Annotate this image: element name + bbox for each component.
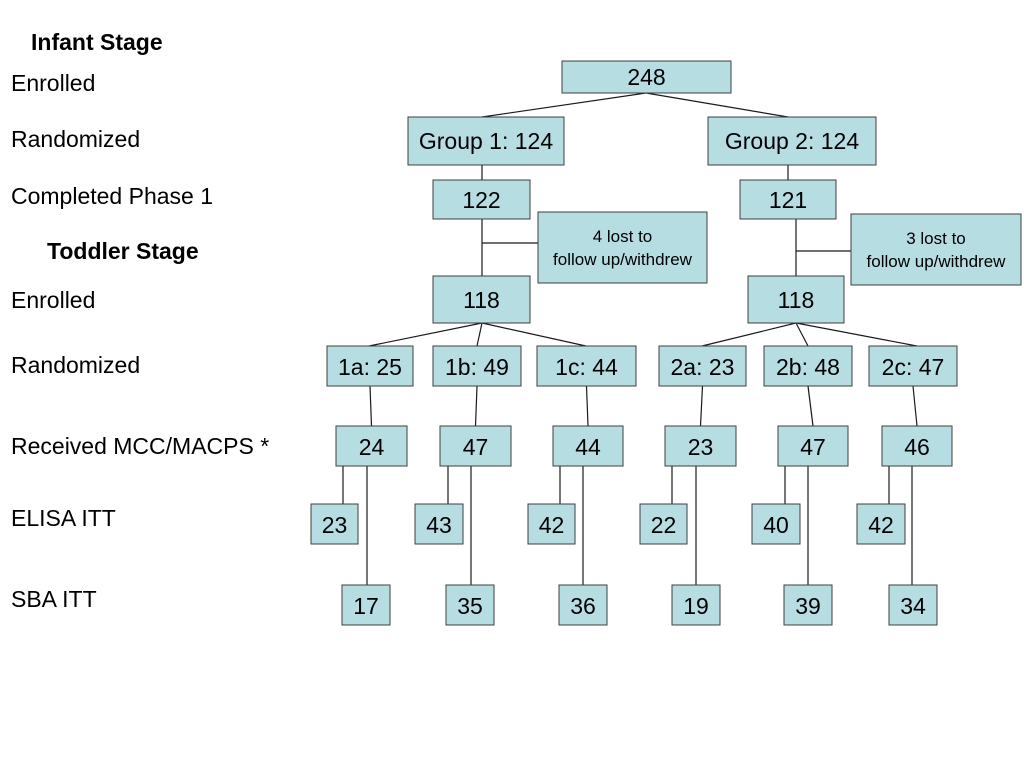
box-total-enrolled: 248 [561, 60, 732, 94]
subgroup-3-randomized: 1c: 44 [536, 345, 637, 387]
subgroup-3-sba-value: 36 [570, 593, 596, 619]
subgroup-6-elisa: 42 [856, 503, 906, 545]
subgroup-4-elisa-value: 22 [651, 512, 677, 538]
subgroup-1-sba: 17 [341, 584, 391, 626]
subgroup-1-sba-value: 17 [353, 593, 379, 619]
group-1-completed-value: 122 [462, 187, 500, 213]
subgroup-1-randomized: 1a: 25 [326, 345, 414, 387]
subgroup-5-elisa-value: 40 [763, 512, 789, 538]
subgroup-2-sba: 35 [445, 584, 495, 626]
subgroup-5-elisa: 40 [751, 503, 801, 545]
box-group-1-completed: 122 [432, 179, 531, 220]
group-2-lost-line-2: follow up/withdrew [867, 252, 1007, 271]
subgroup-4-randomized: 2a: 23 [658, 345, 747, 387]
row-label-randomized-infant: Randomized [11, 126, 141, 152]
subgroup-connector-lines [342, 385, 918, 585]
toddler-stage-title: Toddler Stage [47, 238, 199, 264]
subgroup-3-elisa: 42 [527, 503, 576, 545]
subgroup-4-sba-value: 19 [683, 593, 709, 619]
subgroup-4-sba: 19 [671, 584, 721, 626]
connector-lines [368, 92, 918, 347]
subgroup-3-randomized-value: 1c: 44 [555, 354, 618, 380]
group-1-lost-line-1: 4 lost to [593, 227, 653, 246]
subgroup-3-received: 44 [552, 425, 624, 467]
subgroup-5-sba: 39 [783, 584, 833, 626]
subgroup-6-sba-value: 34 [900, 593, 926, 619]
box-group-2: Group 2: 124 [707, 116, 877, 166]
subgroup-6-received: 46 [881, 425, 953, 467]
row-label-randomized-toddler: Randomized [11, 352, 141, 378]
subgroup-4-elisa: 22 [639, 503, 688, 545]
subgroup-4-received: 23 [664, 425, 737, 467]
box-group-1-lost: 4 lost to follow up/withdrew [537, 211, 708, 284]
subgroup-1-received-value: 24 [359, 434, 385, 460]
subgroup-5-randomized: 2b: 48 [763, 345, 853, 387]
subgroup-2-randomized: 1b: 49 [432, 345, 522, 387]
infant-stage-title: Infant Stage [31, 29, 163, 55]
subgroup-5-sba-value: 39 [795, 593, 821, 619]
row-label-enrolled-infant: Enrolled [11, 70, 96, 96]
subgroup-2-elisa: 43 [414, 503, 464, 545]
subgroup-1-randomized-value: 1a: 25 [338, 354, 402, 380]
group-2-completed-value: 121 [769, 187, 807, 213]
row-label-sba: SBA ITT [11, 586, 97, 612]
subgroup-2-received: 47 [439, 425, 512, 467]
box-group-1-toddler-enrolled: 118 [432, 275, 531, 324]
subgroup-2-randomized-value: 1b: 49 [445, 354, 509, 380]
total-enrolled-value: 248 [627, 64, 665, 90]
group-2-label: Group 2: 124 [725, 128, 859, 154]
subgroup-3-sba: 36 [558, 584, 608, 626]
subgroup-6-randomized: 2c: 47 [868, 345, 958, 387]
subgroup-1-elisa-value: 23 [322, 512, 348, 538]
group-1-toddler-enrolled-value: 118 [463, 287, 500, 313]
group-2-lost-line-1: 3 lost to [906, 229, 966, 248]
subgroup-2-elisa-value: 43 [426, 512, 452, 538]
subgroup-6-elisa-value: 42 [868, 512, 894, 538]
subgroup-6-sba: 34 [888, 584, 938, 626]
row-label-completed-phase1: Completed Phase 1 [11, 183, 214, 209]
subgroup-6-received-value: 46 [904, 434, 930, 460]
group-1-lost-line-2: follow up/withdrew [553, 250, 693, 269]
subgroup-4-randomized-value: 2a: 23 [671, 354, 735, 380]
subgroup-3-elisa-value: 42 [539, 512, 565, 538]
subgroup-5-randomized-value: 2b: 48 [776, 354, 840, 380]
subgroup-3-received-value: 44 [575, 434, 601, 460]
row-label-elisa: ELISA ITT [11, 505, 116, 531]
subgroup-5-received-value: 47 [800, 434, 826, 460]
row-label-enrolled-toddler: Enrolled [11, 287, 96, 313]
subgroup-5-received: 47 [777, 425, 849, 467]
subgroup-1-elisa: 23 [310, 503, 359, 545]
box-group-2-completed: 121 [739, 179, 837, 220]
box-group-1: Group 1: 124 [407, 116, 565, 166]
subgroup-2-sba-value: 35 [457, 593, 483, 619]
subgroup-2-received-value: 47 [463, 434, 489, 460]
box-group-2-lost: 3 lost to follow up/withdrew [850, 213, 1022, 286]
subgroup-1-received: 24 [335, 425, 408, 467]
subgroup-6-randomized-value: 2c: 47 [882, 354, 945, 380]
group-2-toddler-enrolled-value: 118 [778, 287, 815, 313]
row-label-received: Received MCC/MACPS * [11, 433, 270, 459]
subgroup-4-received-value: 23 [688, 434, 714, 460]
box-group-2-toddler-enrolled: 118 [747, 275, 845, 324]
group-1-label: Group 1: 124 [419, 128, 553, 154]
subgroup-boxes: 1a: 25 24 23 17 1b: 49 47 43 35 1c: 44 44 42 36 2a: … [310, 345, 958, 626]
